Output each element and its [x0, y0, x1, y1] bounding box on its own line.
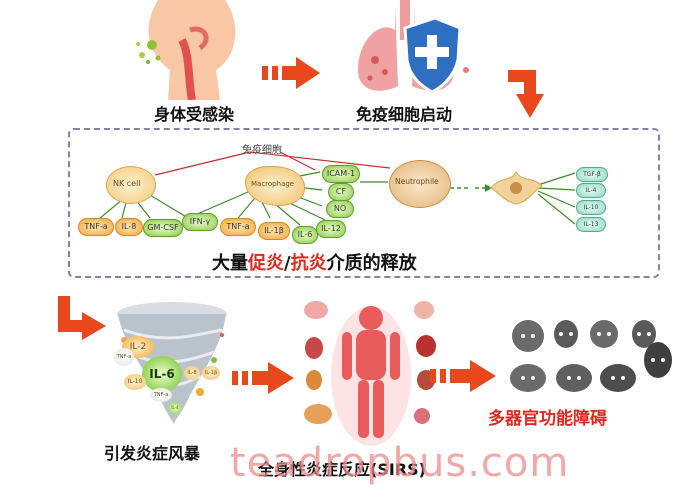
- nk-cell-label: NK cell: [113, 179, 141, 188]
- failing-organs-illustration: [510, 320, 672, 392]
- release-prefix: 大量: [212, 253, 248, 274]
- arrow-down-icon: [508, 70, 544, 118]
- storm-tnf-a-2: TNF-a: [150, 388, 172, 402]
- nk-product-ifn-gamma: IFN-γ: [182, 213, 218, 231]
- release-separator: /: [284, 253, 291, 274]
- step-release-label: 大量促炎/抗炎介质的释放: [212, 249, 417, 275]
- neutrophile-label: Neutrophile: [395, 177, 439, 186]
- storm-tnf-a-1: TNF-a: [114, 348, 134, 366]
- lungs-shield-illustration: [358, 0, 469, 94]
- release-pro-inflammatory: 促炎: [248, 253, 284, 274]
- watermark-text: teadropbus.com: [230, 440, 570, 486]
- macrophage-label: Macrophage: [251, 180, 295, 188]
- body-organs-illustration: [304, 301, 436, 446]
- storm-il-6: IL-6: [142, 356, 182, 392]
- step-storm-label: 引发炎症风暴: [104, 444, 201, 463]
- release-anti-inflammatory: 抗炎: [290, 253, 327, 274]
- arrow-down-right-icon: [58, 296, 106, 340]
- infected-head-illustration: [136, 0, 236, 100]
- storm-il-8: IL-8: [184, 366, 200, 380]
- step-sirs-label: 全身性炎症反应(SIRS): [258, 460, 426, 479]
- storm-il-1b: IL-1β: [202, 366, 220, 380]
- neutrophile-cell: [389, 160, 451, 208]
- macro-product-il-12: IL-12: [316, 220, 346, 238]
- macro-product-no: NO: [326, 200, 354, 218]
- step-infection-label: 身体受感染: [154, 105, 235, 124]
- anti-product-tgf-b: TGF-β: [576, 167, 608, 182]
- anti-inflammatory-cell-icon: [490, 170, 543, 205]
- macro-product-cf: CF: [328, 183, 354, 201]
- anti-product-il-10: IL-10: [576, 200, 606, 215]
- immune-cell-label: 免疫细胞: [242, 145, 282, 156]
- release-suffix: 介质的释放: [326, 253, 417, 274]
- anti-product-il-4: IL-4: [576, 183, 606, 198]
- nk-cell: [106, 166, 156, 204]
- arrow-right-icon-2: [232, 362, 294, 394]
- step-immune-start-label: 免疫细胞启动: [356, 105, 453, 124]
- macro-product-il-1b: IL-1β: [258, 222, 290, 240]
- nk-product-il-8: IL-8: [115, 218, 143, 236]
- macro-product-tnf-a: TNF-a: [220, 218, 256, 236]
- macro-product-il-6: IL-6: [292, 226, 318, 244]
- macro-product-icam-1: ICAM-1: [322, 165, 360, 183]
- storm-il-10: IL-10: [124, 374, 146, 390]
- mediator-release-panel: [68, 128, 660, 278]
- nk-product-gm-csf: GM-CSF: [143, 219, 183, 237]
- anti-product-il-13: IL-13: [576, 217, 606, 232]
- arrow-right-icon-3: [430, 360, 496, 392]
- storm-il-4: IL-4: [168, 402, 182, 414]
- nk-product-tnf-a: TNF-a: [78, 218, 114, 236]
- step-mof-label: 多器官功能障碍: [488, 409, 607, 429]
- macrophage-cell: [245, 166, 305, 206]
- arrow-right-icon: [262, 57, 320, 89]
